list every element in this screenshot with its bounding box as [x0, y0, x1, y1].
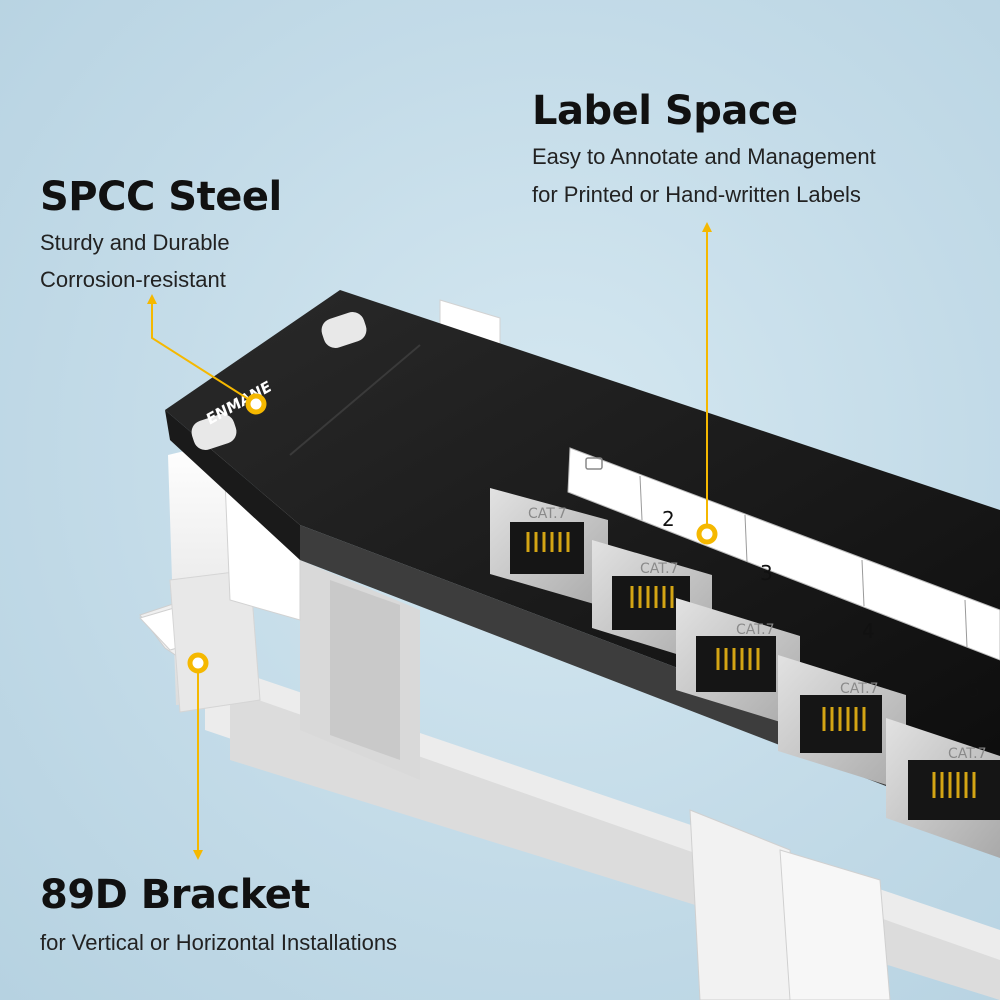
port-label-3: 3 [760, 561, 773, 585]
steel-line-1: Sturdy and Durable [40, 230, 230, 255]
jack-1: CAT.7 [490, 488, 608, 608]
steel-line-2: Corrosion-resistant [40, 267, 226, 292]
steel-marker-dot [245, 393, 267, 415]
annotation-lines [147, 222, 718, 860]
steel-arrow-icon [147, 294, 157, 304]
port-label-5: 5 [968, 678, 981, 702]
jack-5: CAT.7 [886, 718, 1000, 858]
bracket-marker-dot [187, 652, 209, 674]
mount-hole-top [321, 312, 367, 348]
label-marker-dot [696, 523, 718, 545]
port-label-2: 2 [662, 507, 675, 531]
bracket-arrow-icon [193, 850, 203, 860]
jack-4: CAT.7 [778, 655, 906, 791]
bracket-line-1: for Vertical or Horizontal Installations [40, 930, 398, 955]
bracket [139, 299, 1000, 1000]
jack-3: CAT.7 [676, 598, 800, 728]
bracket-callout: 89D Bracket for Vertical or Horizontal I… [40, 872, 397, 956]
bracket-title: 89D Bracket [40, 872, 311, 918]
steel-leader-line [151, 302, 257, 405]
steel-callout: SPCC Steel Sturdy and Durable Corrosion-… [40, 174, 282, 294]
label-space-title: Label Space [532, 88, 798, 134]
port-label-4: 4 [862, 619, 875, 643]
label-arrow-icon [702, 222, 712, 232]
svg-text:CAT.7: CAT.7 [640, 561, 679, 577]
mount-hole-bottom [191, 414, 237, 450]
label-strip: 2 3 4 5 [567, 447, 1000, 702]
label-space-callout: Label Space Easy to Annotate and Managem… [532, 88, 876, 210]
svg-text:CAT.7: CAT.7 [840, 681, 879, 697]
svg-text:CAT.7: CAT.7 [948, 746, 987, 762]
svg-text:CAT.7: CAT.7 [736, 622, 775, 638]
keystone-jacks: CAT.7 CAT.7 CAT.7 CAT.7 CAT.7 [490, 488, 1000, 858]
label-space-line-2: for Printed or Hand-written Labels [532, 182, 861, 207]
steel-title: SPCC Steel [40, 174, 282, 220]
label-space-line-1: Easy to Annotate and Management [532, 144, 876, 169]
svg-text:CAT.7: CAT.7 [528, 506, 567, 522]
